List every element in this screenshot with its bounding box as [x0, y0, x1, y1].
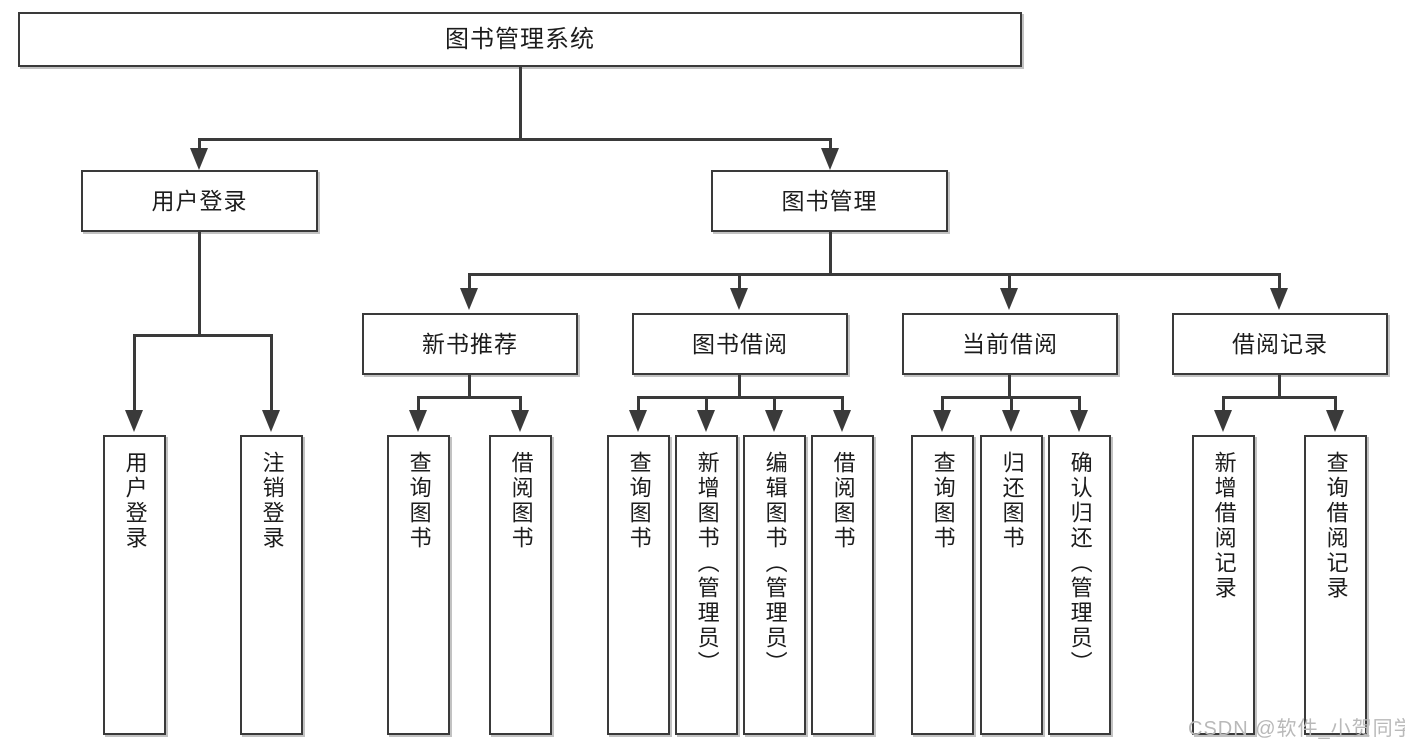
connector-book-borrow-bar — [637, 396, 844, 399]
connector-new-book-leaf1 — [417, 396, 420, 416]
connector-current-borrow-leaf1 — [941, 396, 944, 416]
node-label: 注销登录 — [259, 451, 285, 551]
connector-book-borrow-leaf4 — [841, 396, 844, 416]
node-label: 查询借阅记录 — [1323, 451, 1349, 601]
node-root-system[interactable]: 图书管理系统 — [18, 12, 1022, 67]
node-label: 编辑图书（管理员） — [762, 451, 788, 676]
connector-to-borrow-record — [1278, 273, 1281, 295]
connector-book-borrow-leaf1 — [637, 396, 640, 416]
connector-root-bar — [198, 138, 832, 141]
node-label: 图书借阅 — [692, 330, 788, 357]
leaf-borrow-book-recommend[interactable]: 借阅图书 — [489, 435, 552, 735]
arrowhead-leaf-add-book — [697, 410, 715, 432]
node-label: 查询图书 — [626, 451, 652, 551]
arrowhead-leaf-query-record — [1326, 410, 1344, 432]
arrowhead-leaf-edit-book — [765, 410, 783, 432]
node-label: 查询图书 — [406, 451, 432, 551]
connector-borrow-record-bar — [1222, 396, 1337, 399]
leaf-logout-login[interactable]: 注销登录 — [240, 435, 303, 735]
arrowhead-book-borrow — [730, 288, 748, 310]
node-borrow-record[interactable]: 借阅记录 — [1172, 313, 1388, 375]
connector-current-borrow-leaf2 — [1010, 396, 1013, 416]
arrowhead-leaf-add-record — [1214, 410, 1232, 432]
connector-book-borrow-leaf3 — [773, 396, 776, 416]
node-book-management[interactable]: 图书管理 — [711, 170, 948, 232]
leaf-return-book[interactable]: 归还图书 — [980, 435, 1043, 735]
connector-user-login-stem — [198, 232, 201, 337]
arrowhead-user-login — [190, 148, 208, 170]
leaf-query-book-recommend[interactable]: 查询图书 — [387, 435, 450, 735]
node-label: 确认归还（管理员） — [1067, 451, 1093, 676]
node-label: 新书推荐 — [422, 330, 518, 357]
csdn-watermark: CSDN @软件_小贺同学 — [1188, 718, 1405, 740]
connector-book-mgmt-stem — [829, 232, 832, 276]
leaf-user-login[interactable]: 用户登录 — [103, 435, 166, 735]
arrowhead-leaf-query-book-1 — [409, 410, 427, 432]
arrowhead-leaf-query-book-3 — [933, 410, 951, 432]
leaf-add-book-admin[interactable]: 新增图书（管理员） — [675, 435, 738, 735]
node-label: 借阅图书 — [508, 451, 534, 551]
connector-current-borrow-leaf3 — [1078, 396, 1081, 416]
node-label: 用户登录 — [151, 187, 248, 214]
arrowhead-borrow-record — [1270, 288, 1288, 310]
arrowhead-leaf-logout — [262, 410, 280, 432]
arrowhead-leaf-borrow-book-1 — [511, 410, 529, 432]
node-current-borrow[interactable]: 当前借阅 — [902, 313, 1118, 375]
connector-borrow-record-leaf1 — [1222, 396, 1225, 416]
node-user-login[interactable]: 用户登录 — [81, 170, 318, 232]
node-label: 图书管理 — [781, 187, 878, 214]
connector-user-login-leaf1 — [133, 334, 136, 416]
connector-new-book-leaf2 — [519, 396, 522, 416]
arrowhead-leaf-confirm-return — [1070, 410, 1088, 432]
arrowhead-current-borrow — [1000, 288, 1018, 310]
connector-book-borrow-leaf2 — [705, 396, 708, 416]
node-label: 新增借阅记录 — [1211, 451, 1237, 601]
leaf-query-book-current[interactable]: 查询图书 — [911, 435, 974, 735]
connector-to-book-borrow — [738, 273, 741, 295]
leaf-add-borrow-record[interactable]: 新增借阅记录 — [1192, 435, 1255, 735]
arrowhead-leaf-user-login — [125, 410, 143, 432]
arrowhead-leaf-query-book-2 — [629, 410, 647, 432]
node-label: 当前借阅 — [962, 330, 1058, 357]
node-label: 借阅图书 — [830, 451, 856, 551]
leaf-edit-book-admin[interactable]: 编辑图书（管理员） — [743, 435, 806, 735]
node-label: 借阅记录 — [1232, 330, 1328, 357]
connector-new-book-stem — [468, 375, 471, 399]
connector-root-stem — [519, 67, 522, 140]
connector-to-current-borrow — [1008, 273, 1011, 295]
connector-user-login-bar — [133, 334, 273, 337]
node-label: 用户登录 — [122, 451, 148, 551]
node-label: 归还图书 — [999, 451, 1025, 551]
node-label: 图书管理系统 — [445, 25, 595, 53]
node-label: 查询图书 — [930, 451, 956, 551]
connector-book-mgmt-bar — [468, 273, 1280, 276]
connector-book-borrow-stem — [738, 375, 741, 399]
node-new-book-recommend[interactable]: 新书推荐 — [362, 313, 578, 375]
leaf-query-borrow-record[interactable]: 查询借阅记录 — [1304, 435, 1367, 735]
leaf-borrow-book[interactable]: 借阅图书 — [811, 435, 874, 735]
connector-user-login-leaf2 — [270, 334, 273, 416]
arrowhead-leaf-return-book — [1002, 410, 1020, 432]
connector-borrow-record-leaf2 — [1334, 396, 1337, 416]
connector-to-new-book — [468, 273, 471, 295]
connector-new-book-bar — [417, 396, 522, 399]
connector-borrow-record-stem — [1278, 375, 1281, 399]
connector-current-borrow-stem — [1008, 375, 1011, 399]
arrowhead-new-book — [460, 288, 478, 310]
leaf-query-book-borrow[interactable]: 查询图书 — [607, 435, 670, 735]
leaf-confirm-return-admin[interactable]: 确认归还（管理员） — [1048, 435, 1111, 735]
arrowhead-leaf-borrow-book-2 — [833, 410, 851, 432]
node-label: 新增图书（管理员） — [694, 451, 720, 676]
arrowhead-book-mgmt — [821, 148, 839, 170]
node-book-borrow[interactable]: 图书借阅 — [632, 313, 848, 375]
